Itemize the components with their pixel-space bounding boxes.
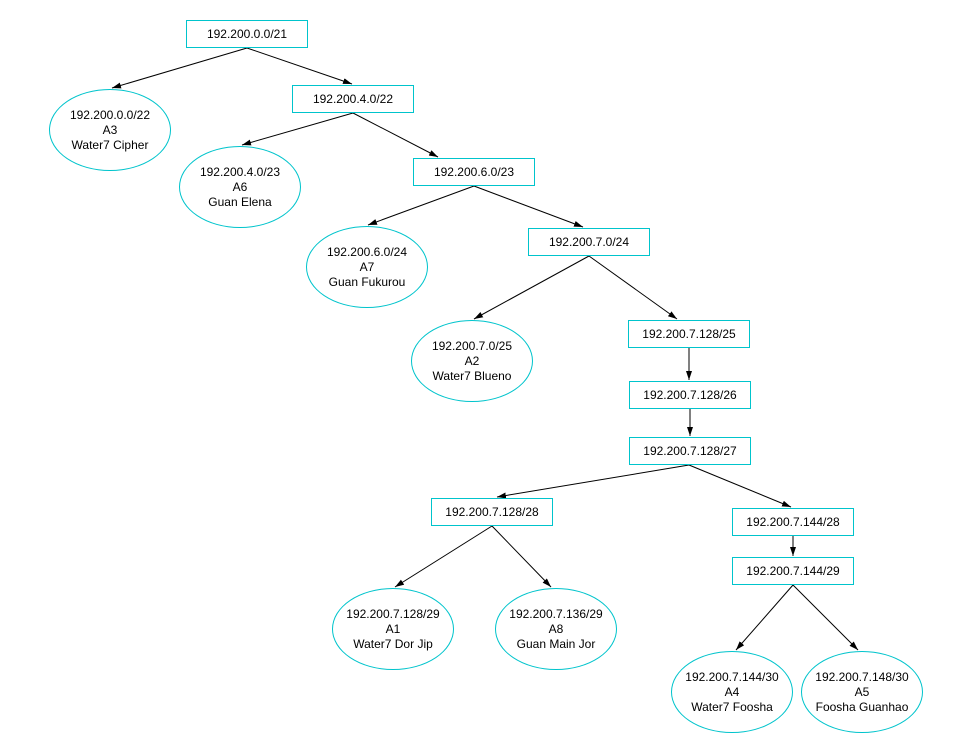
leaf-cidr: 192.200.6.0/24	[326, 244, 408, 259]
leaf-cidr: 192.200.0.0/22	[69, 107, 151, 122]
node-leaf-a7: 192.200.6.0/24 A7 Guan Fukurou	[306, 226, 428, 308]
node-leaf-a2: 192.200.7.0/25 A2 Water7 Blueno	[411, 320, 533, 402]
node-subnet-192-200-7-128-26: 192.200.7.128/26	[629, 381, 751, 409]
node-subnet-192-200-4-0-22: 192.200.4.0/22	[292, 85, 414, 113]
node-label: 192.200.6.0/23	[433, 164, 515, 179]
node-subnet-192-200-7-128-25: 192.200.7.128/25	[628, 320, 750, 348]
edge-7128-28-to-a8	[491, 525, 552, 588]
node-subnet-192-200-6-0-23: 192.200.6.0/23	[413, 158, 535, 186]
leaf-cidr: 192.200.7.144/30	[685, 669, 779, 684]
leaf-cidr: 192.200.7.148/30	[815, 669, 909, 684]
node-label: 192.200.7.128/25	[642, 326, 736, 341]
edge-7144-29-to-a5	[792, 584, 859, 651]
node-label: 192.200.7.0/24	[548, 234, 630, 249]
edge-subnet4-22-to-a6	[241, 112, 354, 146]
leaf-name: Water7 Cipher	[71, 137, 149, 152]
leaf-name: Foosha Guanhao	[815, 699, 909, 714]
node-subnet-192-200-7-128-28: 192.200.7.128/28	[431, 498, 553, 526]
leaf-name: Guan Fukurou	[328, 274, 406, 289]
leaf-id: A7	[359, 259, 375, 274]
edge-subnet4-22-to-subnet6-23	[352, 112, 439, 158]
edge-7128-28-to-a1	[394, 525, 493, 588]
edge-subnet21-to-subnet4-22	[246, 47, 353, 85]
edge-7128-27-to-7144-28	[688, 464, 792, 508]
node-leaf-a8: 192.200.7.136/29 A8 Guan Main Jor	[495, 588, 617, 670]
node-label: 192.200.7.128/28	[445, 504, 539, 519]
leaf-name: Guan Elena	[208, 194, 272, 209]
node-label: 192.200.0.0/21	[206, 26, 288, 41]
node-label: 192.200.7.144/29	[746, 563, 840, 578]
node-subnet-192-200-7-144-29: 192.200.7.144/29	[732, 557, 854, 585]
node-subnet-192-200-7-0-24: 192.200.7.0/24	[528, 228, 650, 256]
node-subnet-192-200-7-144-28: 192.200.7.144/28	[732, 508, 854, 536]
node-label: 192.200.7.128/26	[643, 387, 737, 402]
leaf-id: A4	[724, 684, 740, 699]
edge-subnet7-24-to-7128-25	[588, 255, 678, 320]
edge-7144-29-to-a4	[735, 584, 794, 651]
node-leaf-a6: 192.200.4.0/23 A6 Guan Elena	[179, 146, 301, 228]
leaf-name: Water7 Blueno	[432, 368, 512, 383]
leaf-name: Water7 Dor Jip	[353, 636, 433, 651]
node-subnet-192-200-0-0-21: 192.200.0.0/21	[186, 20, 308, 48]
node-label: 192.200.7.144/28	[746, 514, 840, 529]
leaf-id: A1	[385, 621, 401, 636]
edge-subnet7-24-to-a2	[473, 255, 590, 320]
node-label: 192.200.7.128/27	[643, 443, 737, 458]
leaf-id: A8	[548, 621, 564, 636]
edge-subnet21-to-a3	[111, 47, 248, 89]
leaf-name: Guan Main Jor	[516, 636, 596, 651]
leaf-name: Water7 Foosha	[691, 699, 773, 714]
leaf-id: A5	[854, 684, 870, 699]
leaf-cidr: 192.200.7.128/29	[346, 606, 440, 621]
leaf-cidr: 192.200.4.0/23	[199, 164, 281, 179]
leaf-cidr: 192.200.7.0/25	[431, 338, 513, 353]
node-subnet-192-200-7-128-27: 192.200.7.128/27	[629, 437, 751, 465]
leaf-id: A3	[102, 122, 118, 137]
edge-subnet6-23-to-a7	[367, 185, 475, 226]
edge-subnet6-23-to-subnet7-24	[473, 185, 584, 228]
edge-7128-27-to-7128-28	[496, 464, 690, 499]
node-leaf-a1: 192.200.7.128/29 A1 Water7 Dor Jip	[332, 588, 454, 670]
leaf-cidr: 192.200.7.136/29	[509, 606, 603, 621]
node-leaf-a3: 192.200.0.0/22 A3 Water7 Cipher	[49, 89, 171, 171]
node-leaf-a5: 192.200.7.148/30 A5 Foosha Guanhao	[801, 651, 923, 733]
leaf-id: A6	[232, 179, 248, 194]
node-label: 192.200.4.0/22	[312, 91, 394, 106]
leaf-id: A2	[464, 353, 480, 368]
node-leaf-a4: 192.200.7.144/30 A4 Water7 Foosha	[671, 651, 793, 733]
